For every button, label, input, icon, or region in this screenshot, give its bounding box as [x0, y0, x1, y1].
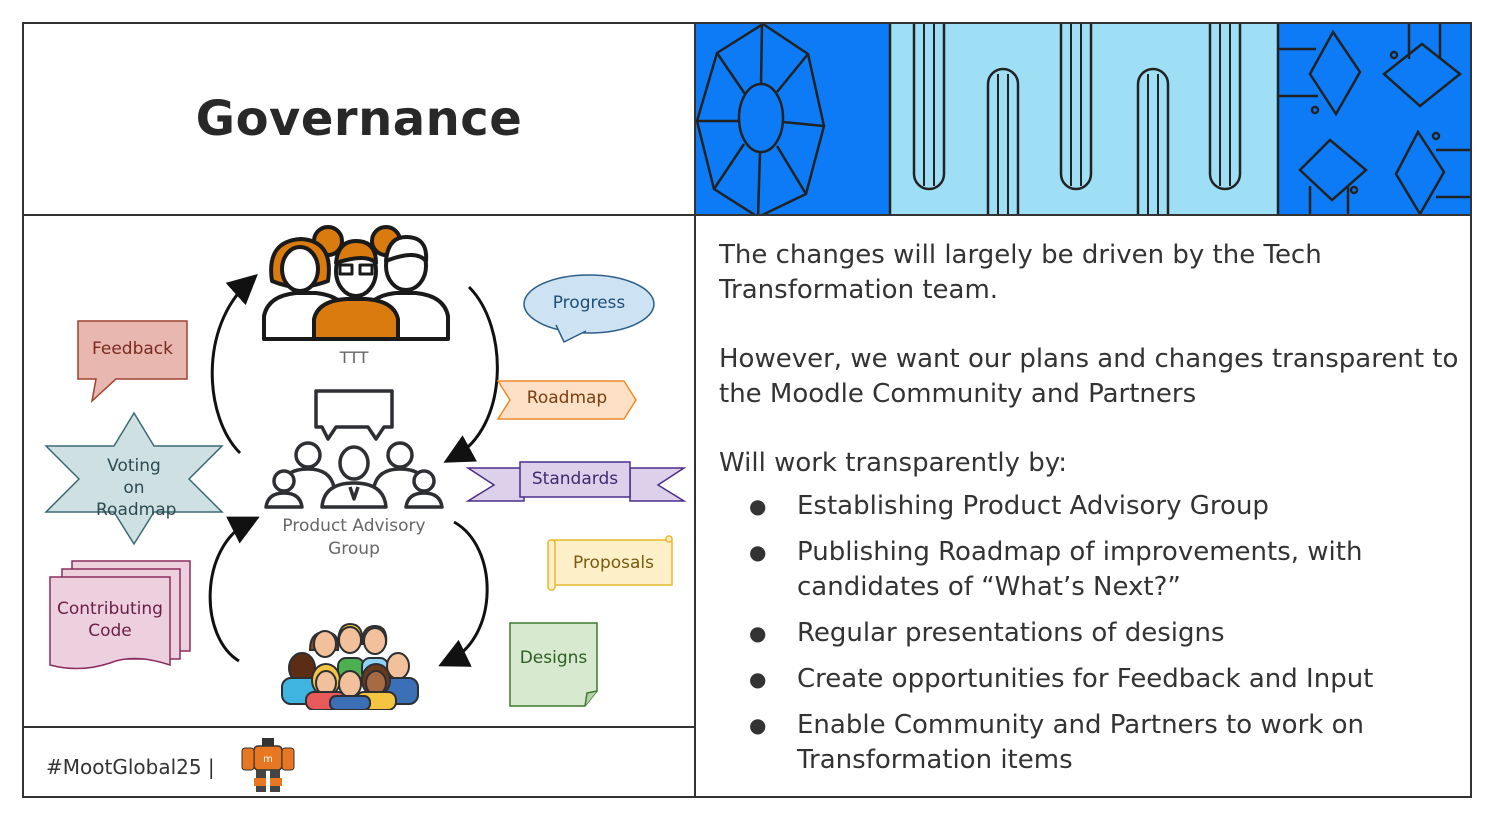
community-group-icon [281, 622, 419, 710]
event-hashtag: #MootGlobal25 | [46, 755, 215, 779]
content-text: The changes will largely be driven by th… [719, 238, 1464, 789]
bullet-icon: ● [749, 494, 767, 518]
progress-bubble [523, 274, 655, 334]
voting-star [44, 411, 224, 546]
list-item: ●Establishing Product Advisory Group [719, 489, 1464, 524]
list-intro: Will work transparently by: [719, 448, 1067, 478]
slide-frame [22, 22, 1472, 798]
page-title: Governance [195, 91, 523, 147]
arrow-right-upper [443, 285, 499, 463]
feedback-callout [77, 320, 188, 404]
proposals-scroll [547, 535, 673, 591]
product-advisory-group-icon [264, 389, 444, 509]
standards-ribbon [465, 461, 687, 502]
intro-paragraph: The changes will largely be driven by th… [719, 240, 1322, 305]
tag-progress: Progress [552, 293, 626, 313]
governance-diagram: TTT Product Advisory Group Feedba [24, 217, 694, 725]
arrow-left-upper [210, 273, 258, 455]
list-item: ●Create opportunities for Feedback and I… [719, 662, 1464, 697]
bullet-icon: ● [749, 621, 767, 645]
banner-panel-left [696, 24, 890, 214]
tag-feedback: Feedback [92, 339, 173, 359]
ttt-label: TTT [339, 348, 369, 367]
graduation-cap-icon [1278, 24, 1470, 214]
tag-roadmap: Roadmap [526, 388, 608, 408]
transparency-paragraph: However, we want our plans and changes t… [719, 344, 1459, 409]
bullet-icon: ● [749, 540, 767, 564]
tag-voting-on-roadmap: Voting on Roadmap [96, 456, 177, 520]
contributing-code-stack [49, 560, 191, 670]
divider-vertical [694, 24, 696, 796]
list-item: ●Regular presentations of designs [719, 616, 1464, 651]
bullet-list: ●Establishing Product Advisory Group ●Pu… [719, 489, 1464, 778]
footer: #MootGlobal25 | m [24, 729, 694, 796]
list-item: ●Publishing Roadmap of improvements, wit… [749, 537, 1363, 602]
roadmap-chevron [496, 380, 637, 420]
tag-proposals: Proposals [572, 553, 654, 573]
tag-contributing-code: Contributing Code [57, 599, 163, 641]
arrow-left-lower [208, 516, 260, 663]
bullet-icon: ● [749, 667, 767, 691]
divider-footer [24, 726, 694, 728]
diagram-shapes [44, 273, 687, 707]
divider-horizontal [24, 214, 1470, 216]
list-item: ●Enable Community and Partners to work o… [749, 710, 1364, 775]
svg-text:m: m [263, 754, 273, 765]
rose-window-icon [696, 24, 826, 214]
tag-standards: Standards [531, 469, 619, 489]
bullet-icon: ● [749, 713, 767, 737]
moodle-robot-mascot-icon: m [241, 738, 295, 792]
arrow-right-lower [438, 520, 489, 667]
ttt-team-icon [262, 225, 450, 341]
tag-designs: Designs [519, 648, 588, 668]
product-advisory-group-label: Product Advisory Group [282, 516, 426, 559]
decorative-banner [696, 24, 1470, 214]
arched-windows-icon [912, 24, 1242, 214]
